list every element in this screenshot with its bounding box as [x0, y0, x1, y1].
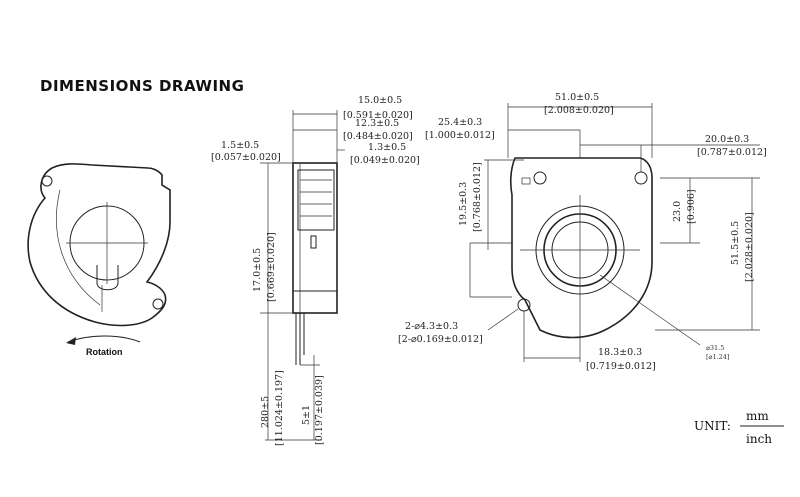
- side-height-mm: 17.0±0.5: [252, 248, 263, 292]
- unit-inch: inch: [746, 432, 772, 446]
- front-hole-x-mm: 25.4±0.3: [438, 117, 482, 128]
- front-hub-in: [⌀1.24]: [706, 353, 729, 361]
- fan-housing-outline: [27, 163, 171, 327]
- rotation-arrowhead-icon: [66, 337, 76, 345]
- rotation-label: Rotation: [86, 347, 123, 357]
- drawing-title: DIMENSIONS DRAWING: [40, 77, 244, 95]
- front-view: [469, 103, 760, 362]
- side-wire-length-mm: 280±5: [260, 396, 271, 428]
- rotation-mark-icon: [533, 171, 547, 185]
- front-top-hole-mm: 19.5±0.3: [458, 182, 469, 226]
- inner-contour: [56, 189, 101, 306]
- mount-hole-top: [41, 175, 53, 187]
- side-base: [292, 290, 338, 314]
- side-view: [260, 110, 345, 441]
- side-body-depth-mm: 12.3±0.5: [355, 118, 399, 129]
- fan-outline-view: Rotation: [27, 163, 171, 357]
- front-bottom-in: [0.719±0.012]: [586, 361, 656, 372]
- front-hole-offset-mm: 20.0±0.3: [705, 134, 749, 145]
- side-tab: [310, 235, 317, 249]
- front-hole-x-in: [1.000±0.012]: [425, 130, 495, 141]
- side-left-offset-mm: 1.5±0.5: [221, 140, 259, 151]
- front-top-hole-in: [0.768±0.012]: [472, 162, 483, 232]
- front-width-in: [2.008±0.020]: [544, 105, 614, 116]
- front-hole-offset-in: [0.787±0.012]: [697, 147, 767, 158]
- front-holes-mm: 2-⌀4.3±0.3: [405, 321, 458, 332]
- front-label-box: [521, 177, 531, 185]
- front-outlet-mm: 23.0: [672, 201, 683, 222]
- side-flange-in: [0.049±0.020]: [350, 155, 420, 166]
- mount-hole-bottom: [152, 298, 164, 310]
- side-total-depth-in: [0.591±0.020]: [343, 110, 413, 121]
- rotation-arrow: [67, 335, 141, 343]
- front-holes-in: [2-⌀0.169±0.012]: [398, 334, 483, 345]
- front-mount-hole-top: [634, 171, 648, 185]
- unit-legend: UNIT: mm inch: [694, 409, 784, 446]
- side-wire-length-in: [11.024±0.197]: [274, 370, 285, 446]
- side-height-in: [0.669±0.020]: [266, 232, 277, 302]
- front-hub-mm: ⌀31.5: [706, 344, 724, 352]
- side-total-depth-mm: 15.0±0.5: [358, 95, 402, 106]
- front-height-mm: 51.5±0.5: [730, 221, 741, 265]
- motor-notch: [96, 265, 119, 291]
- front-bottom-mm: 18.3±0.3: [598, 347, 642, 358]
- unit-label: UNIT:: [694, 419, 731, 433]
- front-height-in: [2.028±0.020]: [744, 212, 755, 282]
- side-body-depth-in: [0.484±0.020]: [343, 131, 413, 142]
- side-flange-mm: 1.3±0.5: [368, 142, 406, 153]
- front-housing-outline: [509, 157, 653, 339]
- side-impeller: [297, 169, 335, 231]
- side-strip-in: [0.197±0.039]: [314, 375, 325, 445]
- side-left-offset-in: [0.057±0.020]: [211, 152, 281, 163]
- front-width-mm: 51.0±0.5: [555, 92, 599, 103]
- side-strip-mm: 5±1: [301, 405, 312, 425]
- unit-mm: mm: [746, 409, 769, 423]
- front-outlet-in: [0.906]: [686, 189, 697, 224]
